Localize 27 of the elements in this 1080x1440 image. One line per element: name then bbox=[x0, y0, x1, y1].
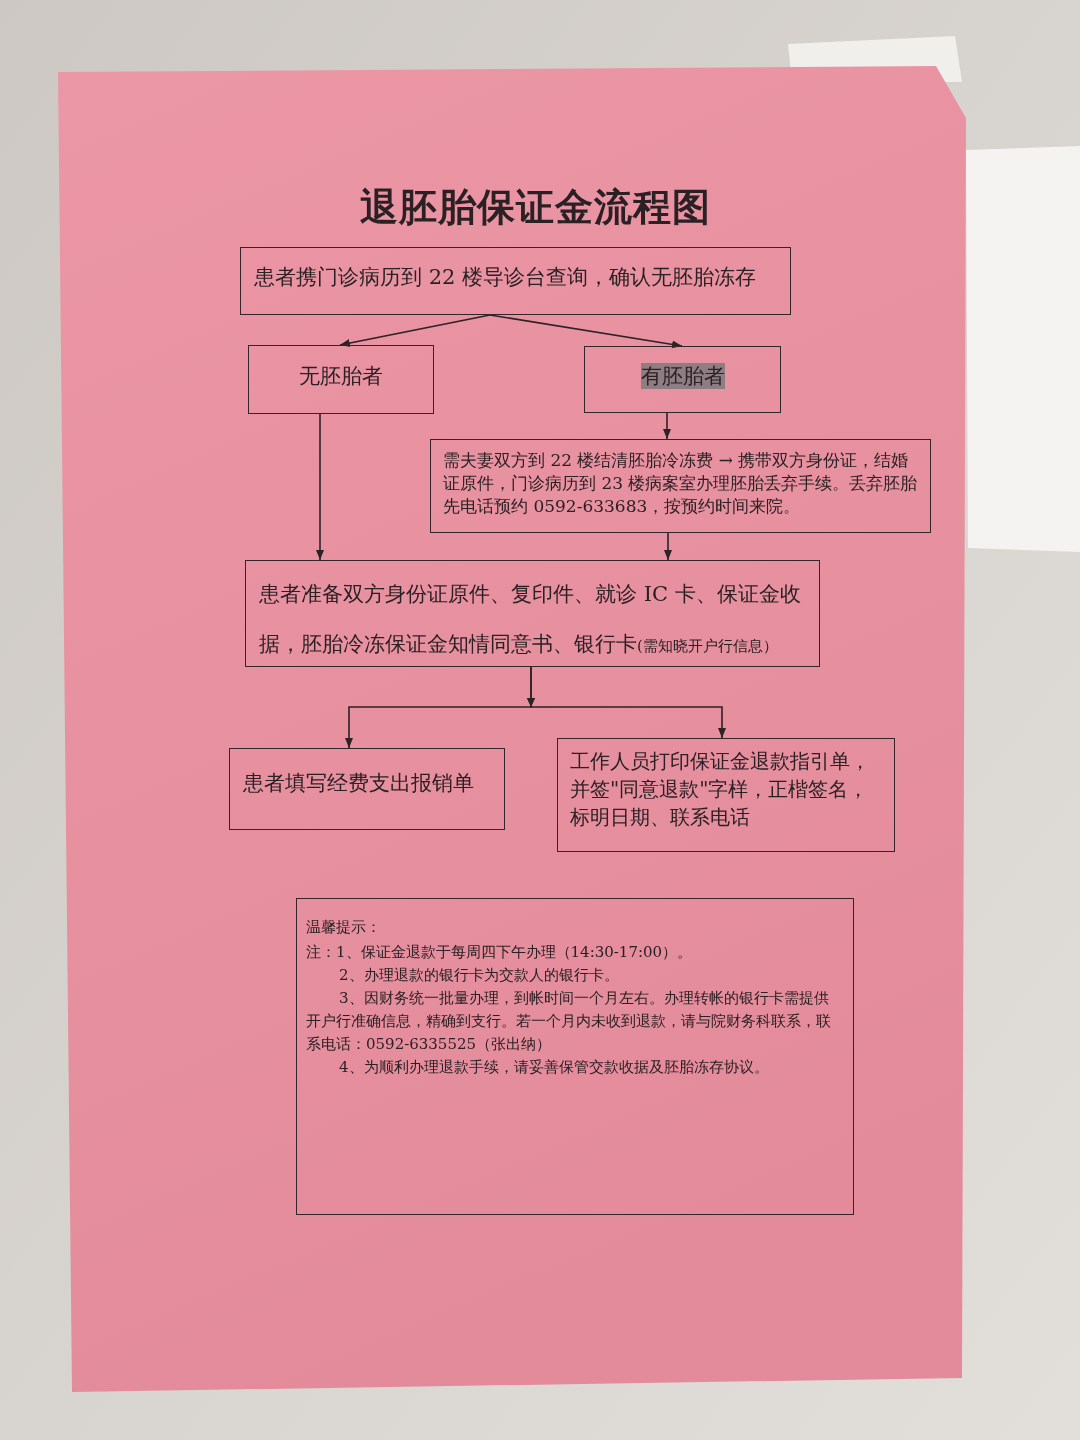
note-box bbox=[296, 898, 854, 1215]
step-text: 患者准备双方身份证原件、复印件、就诊 IC 卡、保证金收据，胚胎冷冻保证金知情同意书、银行卡(需知晓开户行信息） bbox=[259, 581, 802, 658]
arrow bbox=[664, 532, 672, 561]
step-text: 无胚胎者 bbox=[299, 362, 383, 390]
arrow bbox=[663, 412, 671, 440]
note-text: 2、办理退款的银行卡为交款人的银行卡。 bbox=[338, 965, 620, 986]
step-text: 患者填写经费支出报销单 bbox=[243, 770, 474, 797]
note-text: 注：1、保证金退款于每周四下午办理（14:30-17:00）。 bbox=[306, 942, 694, 963]
note-heading: 温馨提示： bbox=[306, 917, 382, 938]
step-text: 需夫妻双方到 22 楼结清胚胎冷冻费 → 携带双方身份证，结婚证原件，门诊病历到 23 楼病案室办理胚胎丢弃手续。丢弃胚胎先电话预约 0592-633683，按预约时间来院。 bbox=[443, 449, 919, 518]
process-box bbox=[430, 439, 931, 533]
arrow bbox=[527, 666, 726, 739]
process-box bbox=[248, 345, 434, 414]
step-text: 患者携门诊病历到 22 楼导诊台查询，确认无胚胎冻存 bbox=[254, 264, 757, 291]
title: 退胚胎保证金流程图 bbox=[359, 184, 711, 230]
process-box bbox=[557, 738, 895, 852]
process-box bbox=[584, 346, 781, 413]
step-text: 有胚胎者 bbox=[640, 362, 725, 389]
note-text: 3、因财务统一批量办理，到帐时间一个月左右。办理转帐的银行卡需提供开户行准确信息，精确到支行。若一个月内未收到退款，请与院财务科联系，联系电话：0592-6335525（张出纳） bbox=[306, 988, 832, 1055]
process-box bbox=[240, 247, 791, 315]
process-box bbox=[245, 560, 820, 667]
note-text: 4、为顺利办理退款手续，请妥善保管交款收据及胚胎冻存协议。 bbox=[338, 1057, 770, 1078]
step-text: 工作人员打印保证金退款指引单，并签"同意退款"字样，正楷签名，标明日期、联系电话 bbox=[570, 748, 871, 831]
process-box bbox=[229, 748, 505, 830]
arrow bbox=[339, 314, 491, 347]
arrow bbox=[489, 314, 683, 349]
arrow bbox=[316, 413, 324, 561]
